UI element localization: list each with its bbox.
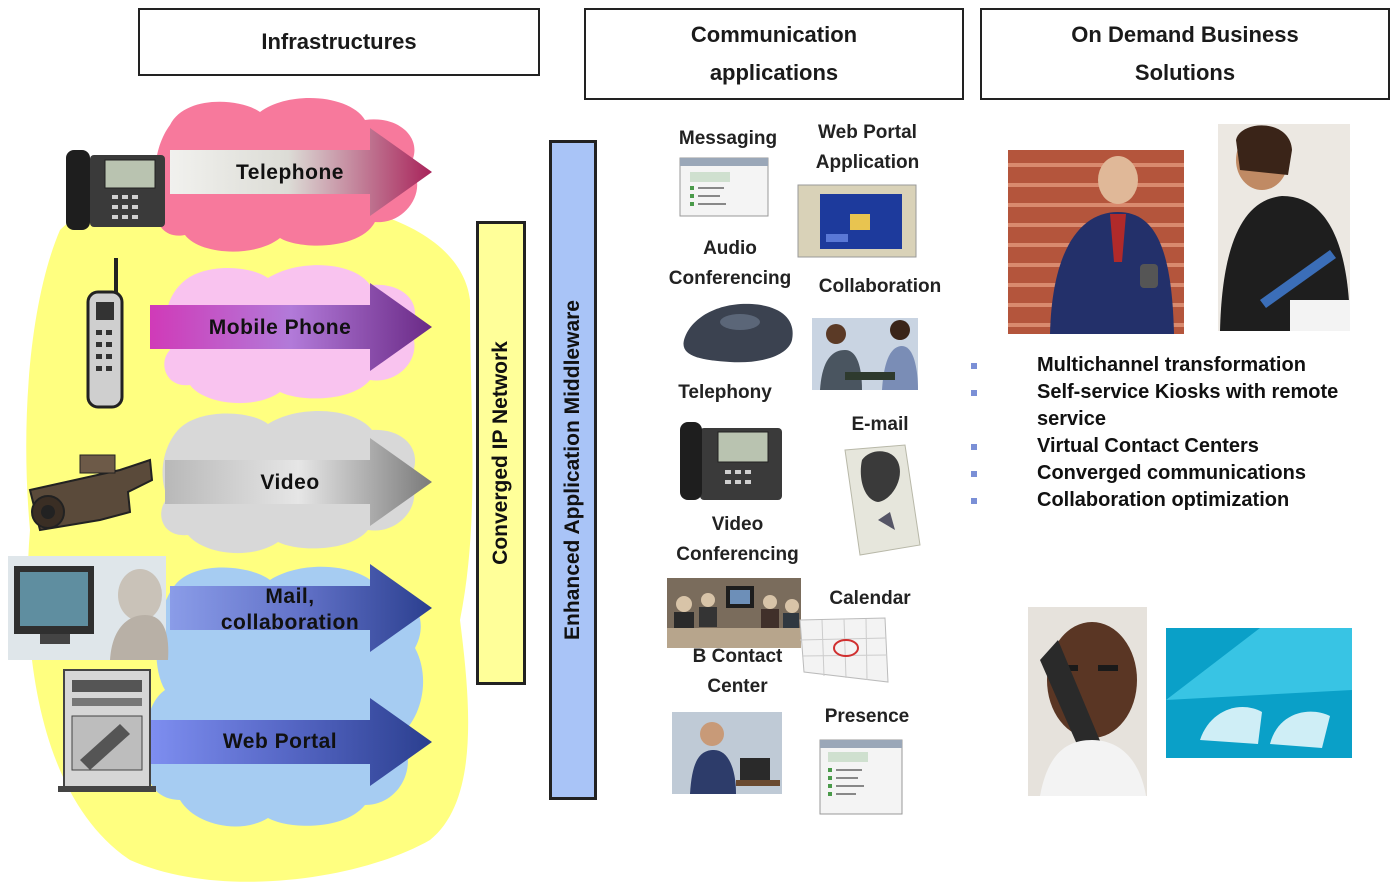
header-on-demand-business: On Demand Business Solutions <box>980 8 1390 100</box>
infrastructure-label-web-portal: Web Portal <box>222 730 338 753</box>
bullet-marker <box>971 444 977 450</box>
solution-text: Converged communications <box>1037 462 1306 484</box>
app-label-calendar: Calendar <box>829 588 911 609</box>
infrastructure-label-mail-collaboration: Mail, collaboration <box>190 584 390 636</box>
ip-phone-icon <box>680 422 782 500</box>
video-conference-room-icon <box>667 578 801 648</box>
computer-user-icon <box>8 556 169 660</box>
app-label-audio-conferencing: Audio Conferencing <box>660 234 800 294</box>
mobile-phone-arrow <box>150 283 432 371</box>
solution-item: Collaboration optimization <box>965 487 1385 514</box>
app-label-email: E-mail <box>851 414 909 435</box>
woman-phone-photo <box>1218 124 1350 331</box>
solution-item: Converged communications <box>965 460 1385 487</box>
solution-text: Virtual Contact Centers <box>1037 435 1259 457</box>
header-infrastructures-text: Infrastructures <box>261 29 417 54</box>
audio-line2: Conferencing <box>668 268 792 289</box>
infrastructure-label-video: Video <box>260 471 320 494</box>
businessman-pda-photo <box>1008 150 1184 334</box>
header-communication-line1: Communication <box>690 22 858 47</box>
bullet-marker <box>971 498 977 504</box>
webportal-line1: Web Portal <box>818 122 917 143</box>
email-envelope-icon <box>844 444 921 556</box>
solution-item: Self-service Kiosks with remote service <box>965 379 1385 433</box>
messaging-window-icon <box>679 157 769 217</box>
solutions-list: Multichannel transformation Self-service… <box>965 352 1385 514</box>
header-communication-applications: Communication applications <box>584 8 964 100</box>
presence-window-icon <box>819 739 903 815</box>
solution-item: Virtual Contact Centers <box>965 433 1385 460</box>
header-business-line2: Solutions <box>1134 60 1236 85</box>
meeting-people-icon <box>812 318 918 390</box>
header-infrastructures: Infrastructures <box>138 8 540 76</box>
header-business-line1: On Demand Business <box>1071 22 1299 47</box>
video-arrow <box>165 438 432 526</box>
video-camera-icon <box>28 454 154 532</box>
app-label-video-conferencing: Video Conferencing <box>665 510 810 570</box>
man-phone-photo <box>1028 607 1147 796</box>
infrastructure-label-telephone: Telephone <box>236 161 344 184</box>
mail-line2: collaboration <box>220 611 360 634</box>
solution-text: Collaboration optimization <box>1037 489 1290 511</box>
infrastructure-label-mobile-phone: Mobile Phone <box>208 316 352 339</box>
solution-text: Self-service Kiosks with remote service <box>1037 381 1339 430</box>
app-label-presence: Presence <box>824 706 910 727</box>
laptop-hands-photo <box>1166 628 1352 758</box>
conference-speaker-icon <box>683 303 793 363</box>
call-center-agent-icon <box>672 712 782 794</box>
mobile-phone-icon <box>86 258 124 409</box>
contact-line2: Center <box>707 676 768 697</box>
mail-arrow <box>170 564 432 652</box>
solution-text: Multichannel transformation <box>1037 354 1306 376</box>
web-portal-screen-icon <box>797 184 917 258</box>
app-label-telephony: Telephony <box>678 382 772 403</box>
middleware-bar: Enhanced Application Middleware <box>549 140 597 800</box>
webportal-line2: Application <box>815 152 920 173</box>
app-label-collaboration: Collaboration <box>818 276 942 297</box>
calendar-icon <box>799 617 889 683</box>
mail-line1: Mail, <box>265 585 315 608</box>
bullet-marker <box>971 363 977 369</box>
app-label-web-portal-application: Web Portal Application <box>800 118 935 178</box>
server-icon <box>58 669 156 792</box>
desk-phone-icon <box>66 150 165 230</box>
videoconf-line1: Video <box>711 514 764 535</box>
app-label-b-contact-center: B Contact Center <box>675 642 800 702</box>
bullet-marker <box>971 471 977 477</box>
contact-line1: B Contact <box>692 646 783 667</box>
videoconf-line2: Conferencing <box>676 544 799 565</box>
bullet-marker <box>971 390 977 396</box>
app-label-messaging: Messaging <box>678 128 778 149</box>
converged-ip-network-bar: Converged IP Network <box>476 221 526 685</box>
audio-line1: Audio <box>703 238 757 259</box>
telephone-arrow <box>170 128 432 216</box>
solution-item: Multichannel transformation <box>965 352 1385 379</box>
web-portal-arrow <box>150 698 432 786</box>
header-communication-line2: applications <box>709 60 839 85</box>
